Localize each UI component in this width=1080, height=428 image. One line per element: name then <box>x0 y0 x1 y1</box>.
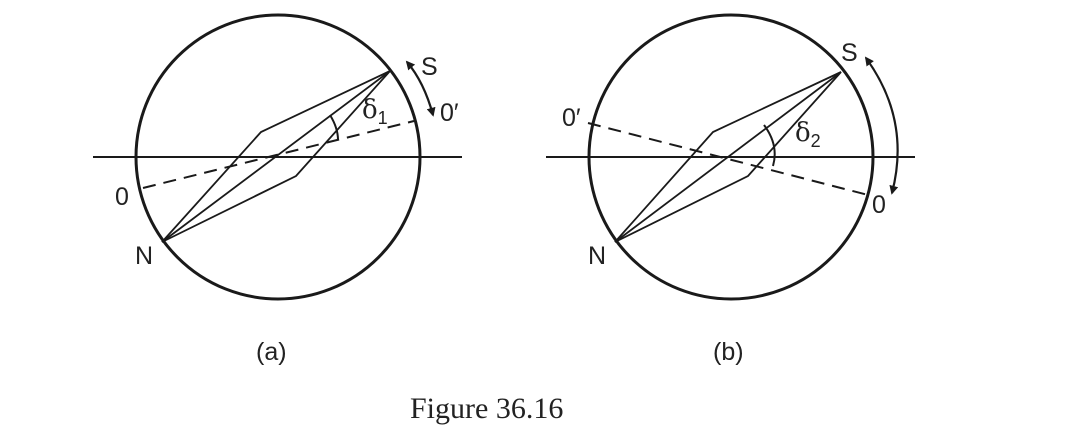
angle-arc-delta1 <box>329 114 339 141</box>
rotation-arrow-a <box>405 60 436 117</box>
panel-a: N 0 S 0′ δ1 (a) <box>93 13 462 366</box>
label-south-a: S <box>421 53 438 81</box>
angle-symbol-b: δ <box>795 118 811 148</box>
panel-b: N 0 S 0′ δ2 (b) <box>546 13 915 366</box>
figure-caption: Figure 36.16 <box>410 392 563 425</box>
reference-line-00prime-a <box>142 120 415 189</box>
label-south-b: S <box>841 39 858 67</box>
reference-line-00prime-b <box>587 122 873 197</box>
panel-sublabel-a: (a) <box>256 338 287 366</box>
angle-subscript-a: 1 <box>378 108 388 128</box>
angle-arc-delta2 <box>763 124 776 167</box>
angle-symbol-a: δ <box>362 95 378 125</box>
rotation-arrow-b <box>864 56 899 195</box>
label-zero-a: 0 <box>115 183 129 211</box>
label-zero-prime-b: 0′ <box>562 104 581 132</box>
label-zero-prime-a: 0′ <box>440 99 459 127</box>
needle-axis-b <box>614 71 842 243</box>
angle-subscript-b: 2 <box>811 131 821 151</box>
needle-axis-a <box>161 70 391 243</box>
panel-sublabel-b: (b) <box>713 338 744 366</box>
angle-label-delta2: δ2 <box>795 118 821 151</box>
label-north-b: N <box>588 242 606 270</box>
label-zero-b: 0 <box>872 191 886 219</box>
label-north-a: N <box>135 242 153 270</box>
angle-label-delta1: δ1 <box>362 95 388 128</box>
